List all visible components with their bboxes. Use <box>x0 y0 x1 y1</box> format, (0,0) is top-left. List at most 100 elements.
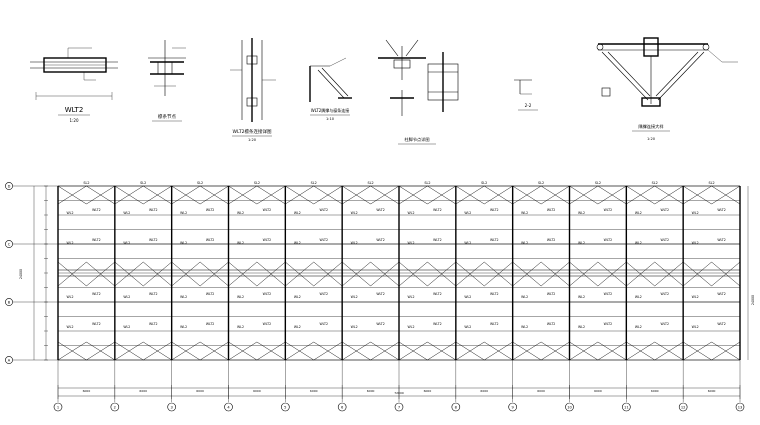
tie-label: WL2 <box>692 295 699 299</box>
detail-title: 2-2 <box>525 103 532 108</box>
tie-label: WL2 <box>464 241 471 245</box>
purlin-label: WLT2 <box>547 322 555 326</box>
purlin-label: WLT2 <box>490 208 498 212</box>
brace-line <box>342 185 371 205</box>
detail-wlt-elevation: WLT2檩条连接详图 1:20 <box>230 38 276 142</box>
tie-label: WL2 <box>464 295 471 299</box>
tie-label: WL2 <box>464 325 471 329</box>
row-axis-bubble <box>5 298 13 306</box>
column-axis-bubble <box>53 402 63 412</box>
brace-line <box>683 261 712 287</box>
bay-label: SL2 <box>595 181 601 185</box>
brace-line <box>626 261 655 287</box>
tie-label: WL2 <box>578 295 585 299</box>
purlin-label: WLT2 <box>149 208 157 212</box>
brace-line <box>86 261 115 287</box>
purlin-label: WLT2 <box>320 208 328 212</box>
tie-label: WL2 <box>635 295 642 299</box>
bay-dimension: 6000 <box>310 389 318 393</box>
row-axis-bubble <box>5 356 13 364</box>
column-axis-bubble <box>110 402 120 412</box>
bay-label: SL2 <box>140 181 146 185</box>
column-axis-bubble <box>281 402 290 412</box>
tie-label: WL2 <box>408 241 415 245</box>
left-total-dim: 24000 <box>19 269 23 279</box>
tie-label: WL2 <box>351 211 358 215</box>
tie-label: WL2 <box>294 295 301 299</box>
purlin-label: WLT2 <box>547 208 555 212</box>
purlin-label: WLT2 <box>490 292 498 296</box>
bay-label: SL2 <box>424 181 430 185</box>
brace-line <box>540 341 570 361</box>
brace-line <box>114 185 144 205</box>
bay-label: SL2 <box>652 181 658 185</box>
tie-label: WL2 <box>635 211 642 215</box>
column-axis-bubble <box>337 402 347 412</box>
bay-label: SL2 <box>254 181 260 185</box>
column-axis-label: 3 <box>171 405 173 409</box>
tie-label: WL2 <box>180 295 187 299</box>
brace-line <box>199 341 229 361</box>
tie-label: WL2 <box>351 241 358 245</box>
purlin-label: WLT2 <box>92 292 100 296</box>
brace-line <box>512 185 542 205</box>
purlin-label: WLT2 <box>263 208 271 212</box>
purlin-label: WLT2 <box>263 238 271 242</box>
row-axis-bubble <box>5 182 13 190</box>
brace-line <box>512 341 542 361</box>
bay-label: SL2 <box>83 181 89 185</box>
brace-line <box>370 261 400 287</box>
column-axis-bubble <box>735 402 745 412</box>
brace-line <box>313 185 343 205</box>
column-axis-bubble <box>678 402 688 412</box>
row-axis-label: B <box>8 300 11 304</box>
purlin-label: WLT2 <box>320 292 328 296</box>
brace-line <box>398 185 428 205</box>
detail-column-base: 柱脚节点详图 <box>378 39 459 145</box>
brace-line <box>86 185 115 205</box>
detail-title: WLT2檩条连接详图 <box>233 128 272 135</box>
purlin-label: WLT2 <box>376 238 384 242</box>
tie-label: WL2 <box>521 295 528 299</box>
tie-label: WL2 <box>180 211 187 215</box>
tie-label: WL2 <box>294 211 301 215</box>
brace-line <box>313 261 343 287</box>
brace-line <box>455 341 485 361</box>
brace-line <box>455 185 485 205</box>
brace-line <box>171 341 201 361</box>
purlin-label: WLT2 <box>433 208 441 212</box>
tie-label: WL2 <box>578 241 585 245</box>
purlin-label: WLT2 <box>206 238 214 242</box>
column-axis-bubble <box>224 402 233 412</box>
brace-line <box>57 341 87 361</box>
purlin-label: WLT2 <box>149 292 157 296</box>
detail-title: 柱脚节点详图 <box>404 136 429 143</box>
purlin-label: WLT2 <box>206 322 214 326</box>
purlin-label: WLT2 <box>149 238 157 242</box>
purlin-label: WLT2 <box>604 238 612 242</box>
purlin-label: WLT2 <box>92 238 100 242</box>
tie-label: WL2 <box>578 211 585 215</box>
purlin-label: WLT2 <box>320 238 328 242</box>
row-axis-bubble <box>5 240 13 248</box>
brace-line <box>143 341 172 361</box>
brace-line <box>256 341 286 361</box>
purlin-label: WLT2 <box>604 208 612 212</box>
column-axis-label: 2 <box>114 405 116 409</box>
bay-label: SL2 <box>197 181 203 185</box>
brace-line <box>711 261 741 287</box>
tie-label: WL2 <box>180 241 187 245</box>
tie-label: WL2 <box>123 211 130 215</box>
column-axis-bubble <box>565 402 574 412</box>
tie-label: WL2 <box>237 241 244 245</box>
tie-label: WL2 <box>67 295 74 299</box>
brace-line <box>398 261 428 287</box>
detail-title: 隅撑连接大样 <box>638 123 663 130</box>
purlin-label: WLT2 <box>661 238 669 242</box>
tie-label: WL2 <box>692 241 699 245</box>
bay-dimension: 6000 <box>651 389 659 393</box>
purlin-label: WLT2 <box>433 292 441 296</box>
bay-dimension: 6000 <box>139 389 147 393</box>
tie-label: WL2 <box>521 325 528 329</box>
